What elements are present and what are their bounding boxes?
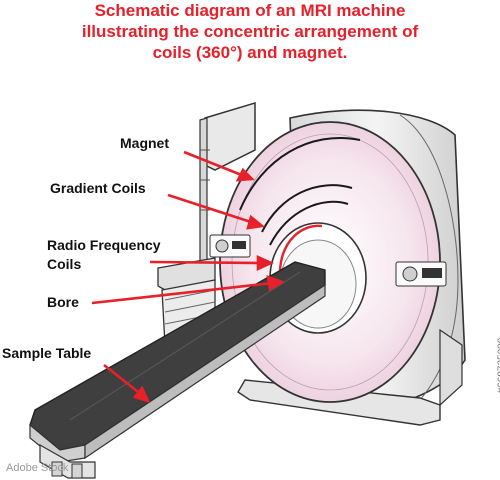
sample-table-arrow [103,363,143,397]
sample-table [29,261,326,479]
diagram-title: Schematic diagram of an MRI machine illu… [0,0,500,63]
bore-arrow [91,281,274,305]
magnet-arc [239,137,361,211]
gradient-coils-label: Gradient Coils [50,180,146,196]
title-line-1: Schematic diagram of an MRI machine [94,1,406,20]
label-arrows [91,150,286,404]
coil-arcs [239,137,361,246]
rf-coils-label-line2: Coils [47,256,82,272]
control-panel-right [395,261,447,287]
bore-label: Bore [47,294,79,310]
sample-table-label: Sample Table [2,345,92,361]
rf-coils-label-line1: Radio Frequency [47,237,161,253]
adobe-stock-watermark: Adobe Stock [6,462,69,474]
gradient-coils-arrow [167,193,255,225]
control-panel-left [209,234,251,258]
magnet-label: Magnet [120,135,169,151]
magnet-arrow [183,150,245,178]
title-line-2: illustrating the concentric arrangement … [81,22,419,41]
gradient-coil-arc-2 [269,200,349,246]
gradient-coil-arc [261,184,353,233]
title-line-3: coils (360°) and magnet. [152,43,348,62]
rf-coils-arrow [149,260,263,265]
